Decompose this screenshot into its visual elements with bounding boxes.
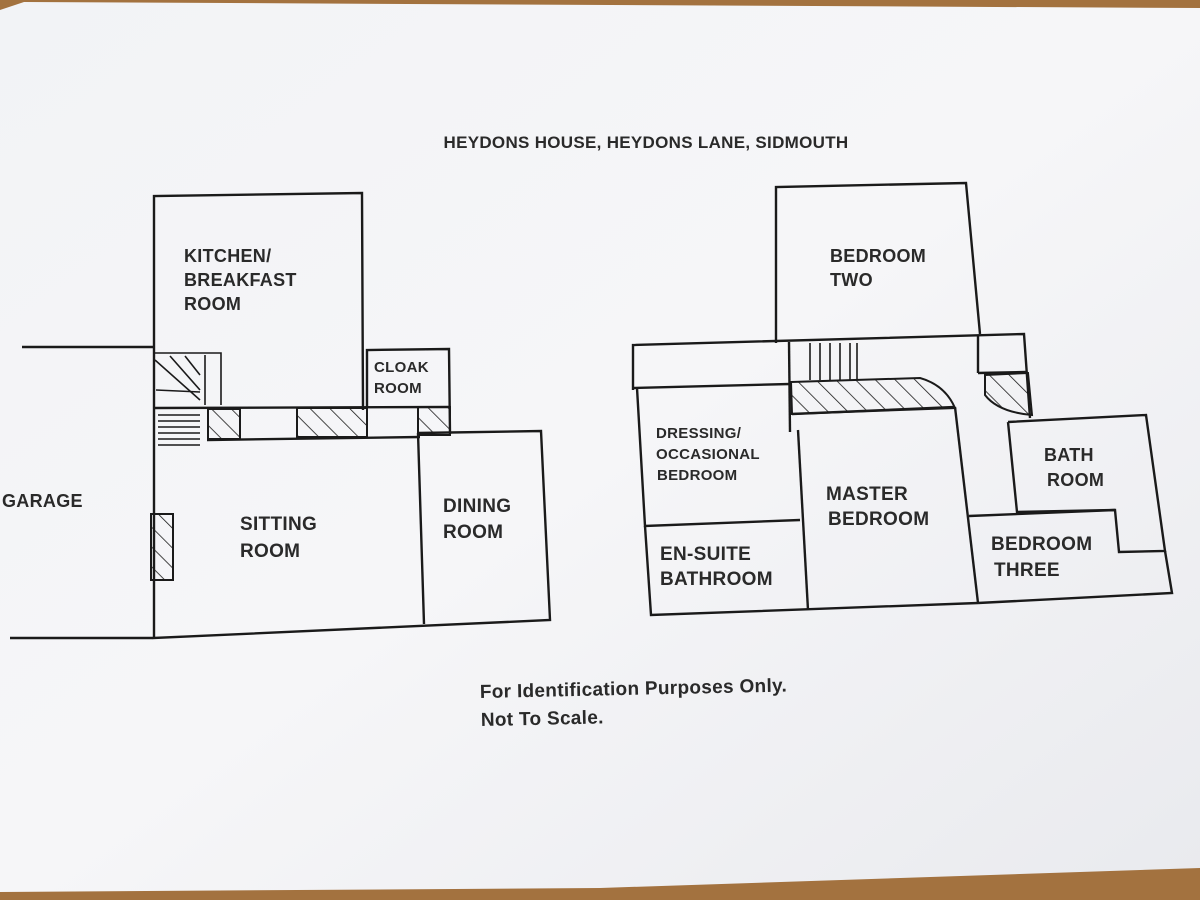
svg-text:DINING: DINING (443, 496, 511, 517)
kitchen-label: KITCHEN/ BREAKFAST ROOM (184, 246, 297, 314)
svg-text:BEDROOM: BEDROOM (830, 246, 926, 266)
svg-text:BATHROOM: BATHROOM (660, 569, 773, 590)
svg-text:ROOM: ROOM (374, 380, 422, 397)
ground-floor-plan (10, 191, 552, 640)
svg-text:TWO: TWO (830, 270, 873, 290)
svg-text:Not To Scale.: Not To Scale. (481, 707, 604, 731)
cloak-room-label: CLOAK ROOM (374, 359, 429, 397)
garage-label: GARAGE (2, 491, 83, 511)
svg-text:CLOAK: CLOAK (374, 359, 429, 376)
en-suite-bathroom-label: EN-SUITE BATHROOM (660, 544, 773, 590)
svg-text:DRESSING/: DRESSING/ (656, 425, 742, 442)
bedroom-two-label: BEDROOM TWO (830, 246, 926, 290)
bath-room-label: BATH ROOM (1044, 445, 1104, 490)
svg-text:KITCHEN/: KITCHEN/ (184, 246, 271, 266)
sitting-room-label: SITTING ROOM (240, 514, 317, 562)
svg-text:ROOM: ROOM (184, 294, 241, 314)
svg-text:BEDROOM: BEDROOM (991, 534, 1092, 555)
svg-text:BATH: BATH (1044, 445, 1094, 465)
svg-text:ROOM: ROOM (443, 522, 503, 543)
svg-text:ROOM: ROOM (1047, 470, 1104, 490)
svg-text:OCCASIONAL: OCCASIONAL (656, 446, 760, 463)
first-floor-plan (631, 181, 1174, 617)
dressing-room-label: DRESSING/ OCCASIONAL BEDROOM (656, 425, 760, 484)
svg-text:SITTING: SITTING (240, 514, 317, 535)
dining-room-label: DINING ROOM (443, 496, 511, 543)
svg-text:BREAKFAST: BREAKFAST (184, 270, 297, 290)
bedroom-three-label: BEDROOM THREE (991, 534, 1092, 581)
plan-title: HEYDONS HOUSE, HEYDONS LANE, SIDMOUTH (444, 133, 849, 152)
svg-text:BEDROOM: BEDROOM (828, 509, 929, 530)
svg-text:MASTER: MASTER (826, 484, 908, 505)
svg-text:THREE: THREE (994, 560, 1060, 581)
svg-text:BEDROOM: BEDROOM (657, 467, 737, 484)
svg-text:ROOM: ROOM (240, 541, 300, 562)
svg-text:EN-SUITE: EN-SUITE (660, 544, 751, 565)
master-bedroom-label: MASTER BEDROOM (826, 484, 929, 530)
